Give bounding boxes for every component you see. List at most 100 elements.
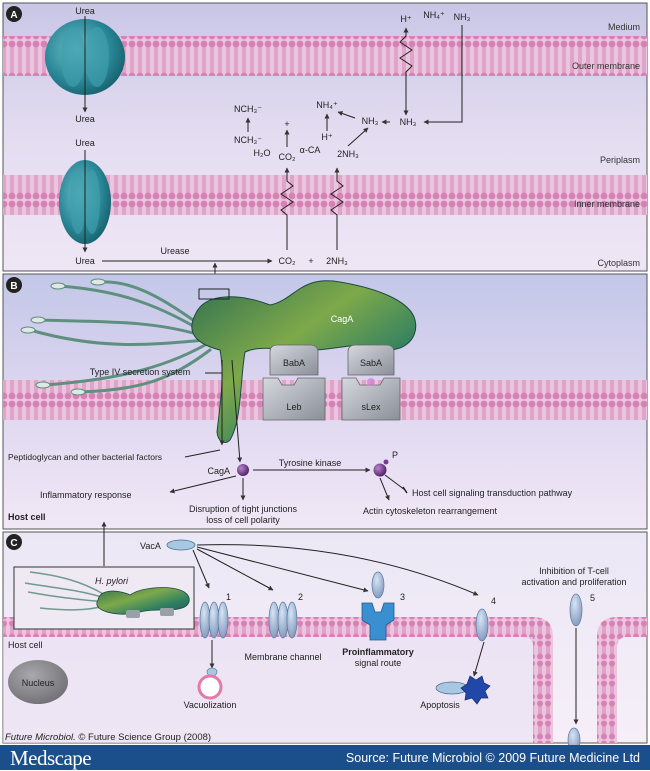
- caga-label: CagA: [207, 466, 230, 476]
- vaca-pore-1: [199, 601, 229, 639]
- proinflammatory-label-1: Proinflammatory: [342, 647, 414, 657]
- tyrosine-kinase-label: Tyrosine kinase: [279, 458, 342, 468]
- plus-peri: +: [284, 119, 289, 129]
- urea-channel-outer: [45, 16, 125, 113]
- actin-label: Actin cytoskeleton rearrangement: [363, 506, 498, 516]
- neighbor-cell-membrane: [597, 617, 647, 743]
- flagella-tips: [20, 278, 106, 396]
- nucleus-label: Nucleus: [22, 678, 55, 688]
- saba-adhesin: [341, 344, 401, 421]
- nch3-label-1: NCH₃⁻: [234, 104, 262, 114]
- baba-label: BabA: [283, 358, 305, 368]
- co2-peri: CO₂: [279, 152, 297, 162]
- vaca-to-2: [196, 548, 274, 591]
- nh3-diffusion-path: [330, 167, 344, 250]
- membrane-channel-2: [268, 601, 298, 639]
- phosphate-group: [383, 459, 389, 465]
- vaca-to-3: [196, 546, 369, 593]
- peptidoglycan-label: Peptidoglycan and other bacterial factor…: [8, 452, 162, 462]
- panel-b-badge: [6, 277, 22, 293]
- membrane-channel-label: Membrane channel: [244, 652, 321, 662]
- nh3-peri: NH₃: [362, 116, 379, 126]
- co2-cyto: CO₂: [279, 256, 297, 266]
- inset-adhesin-1: [126, 610, 140, 618]
- inner-membrane-label: Inner membrane: [574, 199, 640, 209]
- nh3-outer-path: [423, 25, 463, 125]
- periplasm-label: Periplasm: [600, 155, 640, 165]
- nh3-up-arrow: [347, 127, 369, 147]
- number-2: 2: [298, 592, 303, 602]
- nch3-label-2: NCH₃⁻: [234, 135, 262, 145]
- baba-adhesin: [262, 344, 326, 421]
- inflammatory-label: Inflammatory response: [40, 490, 132, 500]
- actin-arrow: [379, 477, 390, 501]
- apoptosis-arrow: [472, 641, 485, 677]
- vaca-to-4: [196, 544, 479, 596]
- cytoplasm-label: Cytoplasm: [597, 258, 640, 268]
- saba-label: SabA: [360, 358, 382, 368]
- nucleus: [8, 660, 68, 704]
- source-credit: Source: Future Microbiol © 2009 Future M…: [345, 751, 640, 765]
- nh3-to-nh4-arrow: [337, 111, 356, 119]
- h2o-label: H₂O: [254, 148, 271, 158]
- nh3-outer-label: NH₃: [400, 117, 417, 127]
- apoptosis-label: Apoptosis: [420, 700, 460, 710]
- nh4-plus-label: NH₄⁺: [423, 10, 445, 20]
- citation-rest: © Future Science Group (2008): [75, 732, 212, 743]
- h-plus-path: [399, 27, 413, 116]
- h-plus-peri: H⁺: [321, 132, 332, 142]
- phospho-caga-molecule: [373, 463, 387, 477]
- inset-adhesin-2: [160, 608, 174, 616]
- proinflammatory-receptor: [361, 602, 395, 641]
- urea-top: Urea: [75, 6, 95, 16]
- outer-membrane-label: Outer membrane: [572, 61, 640, 71]
- co2-diffusion-path: [280, 167, 294, 250]
- panel-b: B CagA BabA Leb: [2, 273, 648, 530]
- disruption-label-2: loss of cell polarity: [206, 515, 280, 525]
- caga-injection-arrow: [231, 359, 243, 463]
- vaca-label: VacA: [140, 541, 161, 551]
- h-pylori-label: H. pylori: [95, 576, 129, 586]
- p-label: P: [392, 450, 398, 460]
- leb-label: Leb: [286, 402, 301, 412]
- panel-b-letter: B: [10, 281, 17, 292]
- peptidoglycan-leader: [184, 449, 221, 458]
- caga-top-label: CagA: [331, 314, 354, 324]
- panel-a-letter: A: [10, 10, 17, 21]
- panel-c-badge: [6, 534, 22, 550]
- panel-c: C H. pylori Host cell Nucleus VacA: [2, 521, 648, 753]
- nh3-top-label: NH₃: [454, 12, 471, 22]
- panel-c-letter: C: [10, 538, 17, 549]
- apoptosis-mitochondrion: [460, 675, 491, 705]
- alpha-ca-label: α-CA: [300, 145, 321, 155]
- medium-label: Medium: [608, 22, 640, 32]
- nh4-plus-peri: NH₄⁺: [316, 100, 338, 110]
- host-cell-label-b: Host cell: [8, 512, 46, 522]
- caga-molecule: [237, 464, 249, 476]
- number-5: 5: [590, 593, 595, 603]
- host-signaling-label: Host cell signaling transduction pathway: [412, 488, 573, 498]
- inflammatory-arrow: [169, 475, 237, 494]
- urea-mid2: Urea: [75, 138, 95, 148]
- urea-channel-inner: [59, 150, 111, 253]
- vaca-to-1: [192, 549, 210, 589]
- panel-a-badge: [6, 6, 22, 22]
- number-3: 3: [400, 592, 405, 602]
- h-plus-label: H⁺: [400, 14, 411, 24]
- number-1: 1: [226, 592, 231, 602]
- vaca-5: [569, 593, 583, 627]
- host-cell-membrane: [3, 617, 553, 743]
- vacuole: [197, 674, 223, 700]
- inhibition-bar: [402, 486, 408, 494]
- panel-a: A Medium Outer membrane Periplasm Inner …: [2, 2, 648, 283]
- flagella: [28, 280, 212, 394]
- two-nh3-peri: 2NH₃: [337, 149, 359, 159]
- zoom-box: [198, 288, 230, 300]
- inset-bacterium: [96, 587, 190, 615]
- vacuolization-label: Vacuolization: [184, 700, 237, 710]
- medscape-footer: Medscape Source: Future Microbiol © 2009…: [0, 745, 650, 770]
- proinflammatory-label-2: signal route: [355, 658, 402, 668]
- vaca-4: [475, 608, 489, 642]
- medscape-logo[interactable]: Medscape: [10, 746, 92, 770]
